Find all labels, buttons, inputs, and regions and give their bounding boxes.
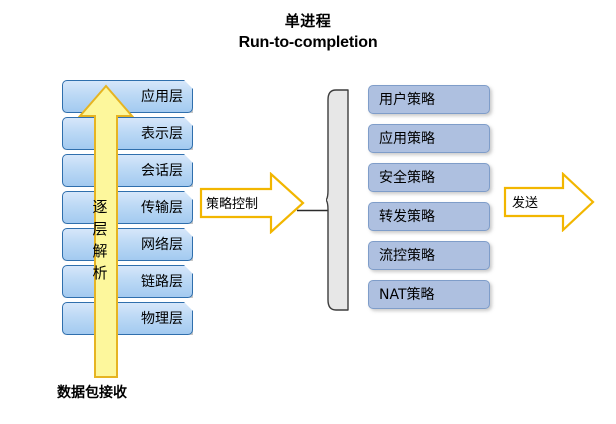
policy-box[interactable]: 应用策略 [368,124,490,153]
osi-layer-box[interactable]: 链路层 [62,265,193,298]
policy-box-label: 转发策略 [379,209,435,225]
osi-layer-box[interactable]: 应用层 [62,80,193,113]
diagram-title: 单进程 Run-to-completion [0,12,616,53]
osi-layer-box[interactable]: 传输层 [62,191,193,224]
policy-box-label: NAT策略 [379,287,435,303]
policy-box[interactable]: NAT策略 [368,280,490,309]
policy-box-list: 用户策略 应用策略 安全策略 转发策略 流控策略 NAT策略 [368,85,496,312]
policy-group-brace-icon [325,88,350,312]
osi-layer-label: 传输层 [141,200,183,216]
osi-layer-box[interactable]: 会话层 [62,154,193,187]
packet-receive-label: 数据包接收 [57,385,127,401]
send-label: 发送 [512,196,539,211]
policy-box[interactable]: 流控策略 [368,241,490,270]
osi-layer-stack: 应用层 表示层 会话层 传输层 网络层 链路层 物理层 [62,80,197,342]
parse-arrow-label: 逐层解析 [92,198,108,282]
osi-layer-box[interactable]: 物理层 [62,302,193,335]
policy-connector-line [297,200,329,212]
osi-layer-label: 网络层 [141,237,183,253]
policy-box-label: 流控策略 [379,248,435,264]
title-line-english: Run-to-completion [238,34,378,51]
policy-box[interactable]: 用户策略 [368,85,490,114]
osi-layer-label: 会话层 [141,163,183,179]
policy-box[interactable]: 安全策略 [368,163,490,192]
title-line-chinese: 单进程 [284,13,332,30]
osi-layer-box[interactable]: 表示层 [62,117,193,150]
policy-box-label: 用户策略 [379,92,435,108]
policy-control-label: 策略控制 [206,197,259,212]
osi-layer-box[interactable]: 网络层 [62,228,193,261]
osi-layer-label: 表示层 [141,126,183,142]
policy-box-label: 应用策略 [379,131,435,147]
osi-layer-label: 链路层 [141,274,183,290]
osi-layer-label: 应用层 [141,89,183,105]
policy-box-label: 安全策略 [379,170,435,186]
osi-layer-label: 物理层 [141,311,183,327]
policy-box[interactable]: 转发策略 [368,202,490,231]
